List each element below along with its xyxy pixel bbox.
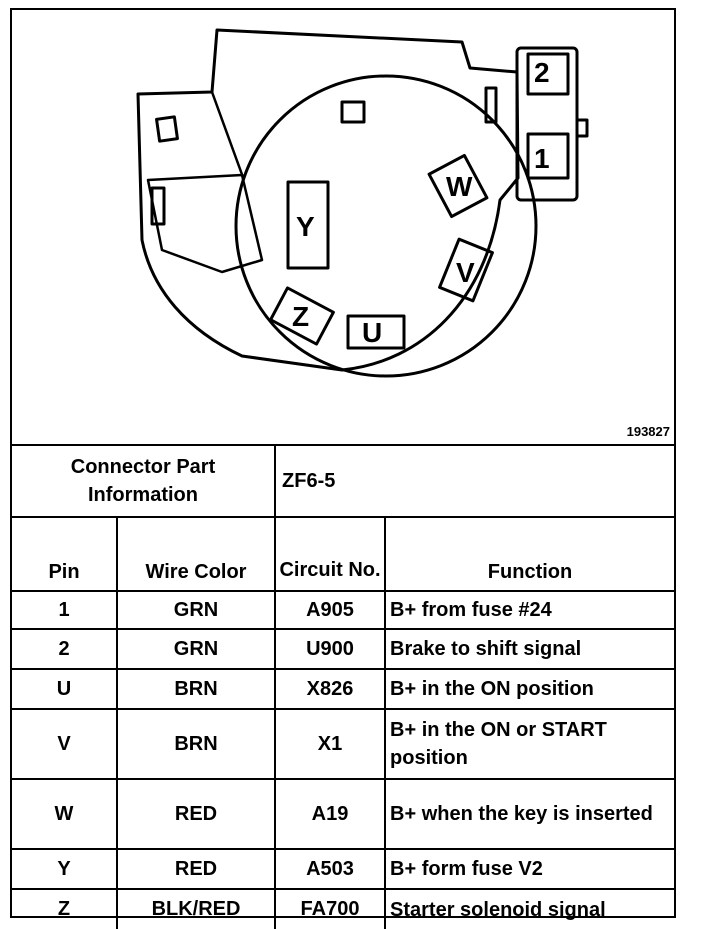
wire-color-cell: GRN: [115, 590, 277, 630]
function-cell: B+ from fuse #24: [384, 590, 675, 630]
connector-body-outline: [136, 28, 520, 372]
connector-info-label: Connector Part Information: [12, 446, 277, 518]
label-w: W: [446, 171, 473, 202]
connector-diagram: 2 1 W V Y Z U 193827: [12, 10, 674, 440]
table-header-row: Pin Wire Color Circuit No. Function: [12, 516, 675, 592]
function-cell: B+ when the key is inserted: [384, 778, 675, 850]
function-cell: B+ in the ON or START position: [384, 708, 675, 780]
wire-color-cell: RED: [115, 778, 277, 850]
side-block: [515, 46, 579, 202]
pin-cell: V: [12, 708, 118, 780]
connector-face-circle: [234, 74, 538, 378]
side-block-inner: [526, 52, 570, 96]
pin-cell: 1: [12, 590, 118, 630]
circuit-cell: U900: [274, 628, 387, 670]
wire-color-cell: GRN: [115, 628, 277, 670]
cavity-v-box: [438, 237, 494, 303]
connector-ridge: [210, 91, 246, 181]
pin-cell: Z: [12, 888, 118, 929]
header-function: Function: [384, 516, 675, 592]
cavity-u-box: [346, 314, 406, 350]
slot-cavity: [484, 86, 498, 124]
label-pin1: 1: [534, 143, 550, 174]
label-pin2: 2: [534, 57, 550, 88]
pin-cell: U: [12, 668, 118, 710]
table-row: Y RED A503 B+ form fuse V2: [12, 848, 675, 890]
label-y: Y: [296, 211, 315, 242]
wire-color-cell: BRN: [115, 668, 277, 710]
cavity-y-box: [286, 180, 330, 270]
header-circuit: Circuit No.: [274, 516, 387, 592]
side-block-inner: [526, 132, 570, 180]
circuit-cell: X1: [274, 708, 387, 780]
connector-sheet: 2 1 W V Y Z U 193827 Connector Part Info…: [10, 8, 676, 929]
wire-color-cell: RED: [115, 848, 277, 890]
side-block-tab: [577, 118, 589, 138]
connector-table: Connector Part Information ZF6-5 Pin Wir…: [12, 446, 675, 929]
circuit-cell: A19: [274, 778, 387, 850]
table-row: W RED A19 B+ when the key is inserted: [12, 778, 675, 850]
wire-color-cell: BRN: [115, 708, 277, 780]
cavity-w-box: [427, 153, 489, 219]
pin-cell: Y: [12, 848, 118, 890]
table-row: V BRN X1 B+ in the ON or START position: [12, 708, 675, 780]
function-cell: Brake to shift signal: [384, 628, 675, 670]
connector-drawing: 2 1 W V Y Z U: [136, 28, 589, 378]
table-row: Z BLK/RED FA700 Starter solenoid signal: [12, 888, 675, 929]
circuit-cell: FA700: [274, 888, 387, 929]
function-cell: B+ in the ON position: [384, 668, 675, 710]
label-z: Z: [292, 301, 309, 332]
connector-inset: [146, 173, 264, 274]
wire-color-cell: BLK/RED: [115, 888, 277, 929]
circuit-cell: A905: [274, 590, 387, 630]
table-row: U BRN X826 B+ in the ON position: [12, 668, 675, 710]
function-cell: Starter solenoid signal: [384, 888, 675, 929]
table-row: 1 GRN A905 B+ from fuse #24: [12, 590, 675, 630]
function-cell: B+ form fuse V2: [384, 848, 675, 890]
cavity-z-box: [269, 286, 335, 346]
label-v: V: [456, 257, 475, 288]
slot-cavity: [150, 186, 166, 226]
header-pin: Pin: [12, 516, 118, 592]
connector-part-number: ZF6-5: [274, 446, 675, 518]
square-cavity: [155, 115, 179, 143]
table-row: 2 GRN U900 Brake to shift signal: [12, 628, 675, 670]
divider: [12, 444, 674, 446]
pin-cell: W: [12, 778, 118, 850]
connector-info-row: Connector Part Information ZF6-5: [12, 446, 675, 518]
circuit-cell: X826: [274, 668, 387, 710]
square-cavity: [340, 100, 366, 124]
pin-cell: 2: [12, 628, 118, 670]
header-wire-color: Wire Color: [115, 516, 277, 592]
label-u: U: [362, 317, 382, 348]
figure-number: 193827: [626, 424, 670, 439]
circuit-cell: A503: [274, 848, 387, 890]
